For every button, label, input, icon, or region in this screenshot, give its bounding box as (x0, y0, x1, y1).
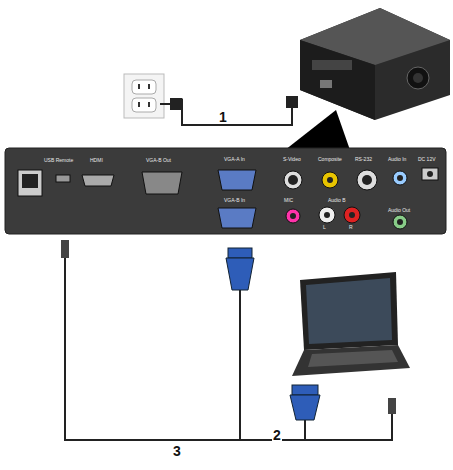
port-label: VGA-A In (224, 157, 245, 162)
callout-number: 3 (172, 444, 182, 458)
port-label: HDMI (90, 158, 103, 163)
port-label: S-Video (283, 157, 301, 162)
port-label: DC 12V (418, 157, 436, 162)
rear-panel (5, 148, 446, 234)
port-label: Audio In (388, 157, 406, 162)
port-label: Audio B (328, 198, 346, 203)
callout-number: 2 (272, 428, 282, 442)
projector (300, 8, 450, 120)
laptop (292, 272, 410, 376)
port-label: VGA-B Out (146, 158, 171, 163)
port-label: MIC (284, 198, 293, 203)
port-label: USB Remote (44, 158, 73, 163)
callout-number: 1 (218, 110, 228, 124)
wall-outlet (124, 74, 164, 118)
port-label: VGA-B In (224, 198, 245, 203)
port-label: R (349, 225, 353, 230)
port-label: L (323, 225, 326, 230)
port-label: Composite (318, 157, 342, 162)
port-label: RS-232 (355, 157, 372, 162)
port-label: Audio Out (388, 208, 410, 213)
pointer (285, 110, 350, 150)
